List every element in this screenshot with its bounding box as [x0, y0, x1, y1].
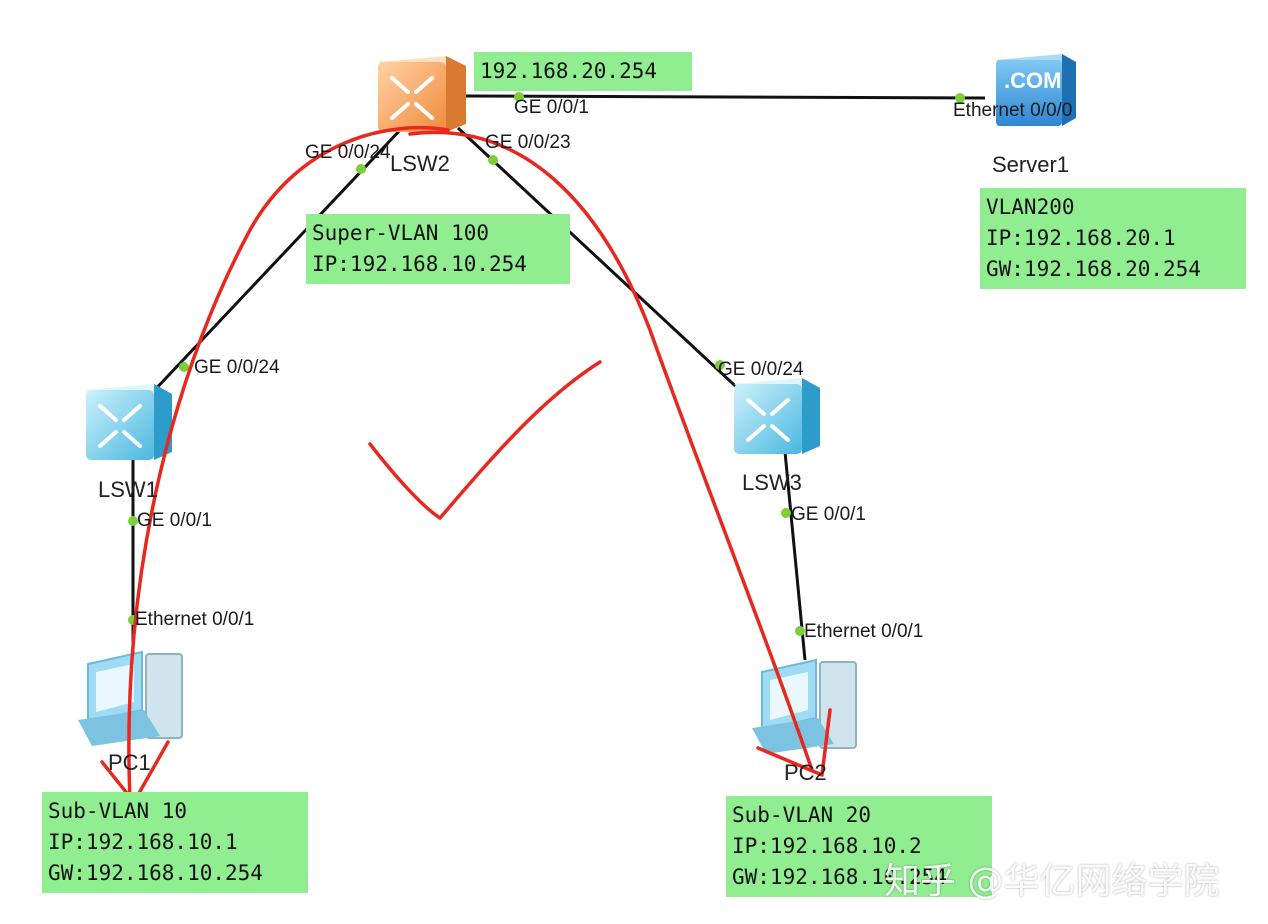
links	[131, 94, 986, 661]
pc2-note: Sub-VLAN 20 IP:192.168.10.2 GW:192.168.1…	[726, 796, 992, 897]
server-badge: .COM	[1004, 68, 1062, 93]
note-line: 192.168.20.254	[480, 59, 658, 83]
port-dots	[128, 92, 965, 636]
note-line: GW:192.168.10.254	[48, 861, 263, 885]
note-line: IP:192.168.10.254	[312, 252, 527, 276]
port-label: GE 0/0/1	[514, 97, 589, 118]
port-label: GE 0/0/1	[791, 504, 866, 525]
link-lsw2-server1	[461, 94, 986, 100]
lsw2-ip-note: 192.168.20.254	[474, 52, 692, 91]
link-lsw3-pc2	[783, 451, 807, 661]
arrow-path-right	[408, 130, 814, 772]
port-label: GE 0/0/24	[305, 142, 391, 163]
note-line: Sub-VLAN 20	[732, 803, 872, 827]
pc1-note: Sub-VLAN 10 IP:192.168.10.1 GW:192.168.1…	[42, 792, 308, 893]
link-lsw2-lsw3	[456, 126, 747, 397]
core-switch-icon[interactable]	[378, 56, 466, 132]
device-name-lsw1: LSW1	[98, 477, 158, 502]
arrow-head-right	[756, 708, 832, 777]
device-name-pc2: PC2	[784, 760, 827, 785]
check-mark	[368, 360, 602, 520]
server-icon[interactable]	[996, 54, 1076, 126]
note-line: Super-VLAN 100	[312, 221, 490, 245]
pc-icon[interactable]	[752, 658, 857, 754]
note-line: IP:192.168.10.2	[732, 834, 922, 858]
device-name-server1: Server1	[992, 152, 1070, 177]
access-switch-icon[interactable]	[86, 384, 172, 460]
access-switch-icon[interactable]	[734, 378, 820, 454]
watermark: 知乎 @华亿网络学院	[884, 861, 1220, 902]
port-label: GE 0/0/23	[485, 132, 571, 153]
port-label: Ethernet 0/0/1	[804, 621, 924, 642]
note-line: IP:192.168.20.1	[986, 226, 1176, 250]
note-line: IP:192.168.10.1	[48, 830, 238, 854]
port-label: GE 0/0/24	[194, 357, 280, 378]
super-vlan-note: Super-VLAN 100 IP:192.168.10.254	[306, 214, 570, 284]
device-name-lsw3: LSW3	[742, 470, 802, 495]
pc-icon[interactable]	[78, 650, 183, 746]
note-line: Sub-VLAN 10	[48, 799, 188, 823]
arrow-path-left	[127, 125, 450, 802]
port-label: Ethernet 0/0/0	[953, 100, 1073, 121]
device-name-pc1: PC1	[108, 750, 151, 775]
port-label: Ethernet 0/0/1	[135, 609, 255, 630]
note-line: VLAN200	[986, 195, 1075, 219]
device-name-lsw2: LSW2	[390, 151, 450, 176]
port-label: GE 0/0/1	[137, 510, 212, 531]
server-note: VLAN200 IP:192.168.20.1 GW:192.168.20.25…	[980, 188, 1246, 289]
note-line: GW:192.168.20.254	[986, 257, 1201, 281]
port-label: GE 0/0/24	[718, 359, 804, 380]
note-line: GW:192.168.10.254	[732, 865, 947, 889]
